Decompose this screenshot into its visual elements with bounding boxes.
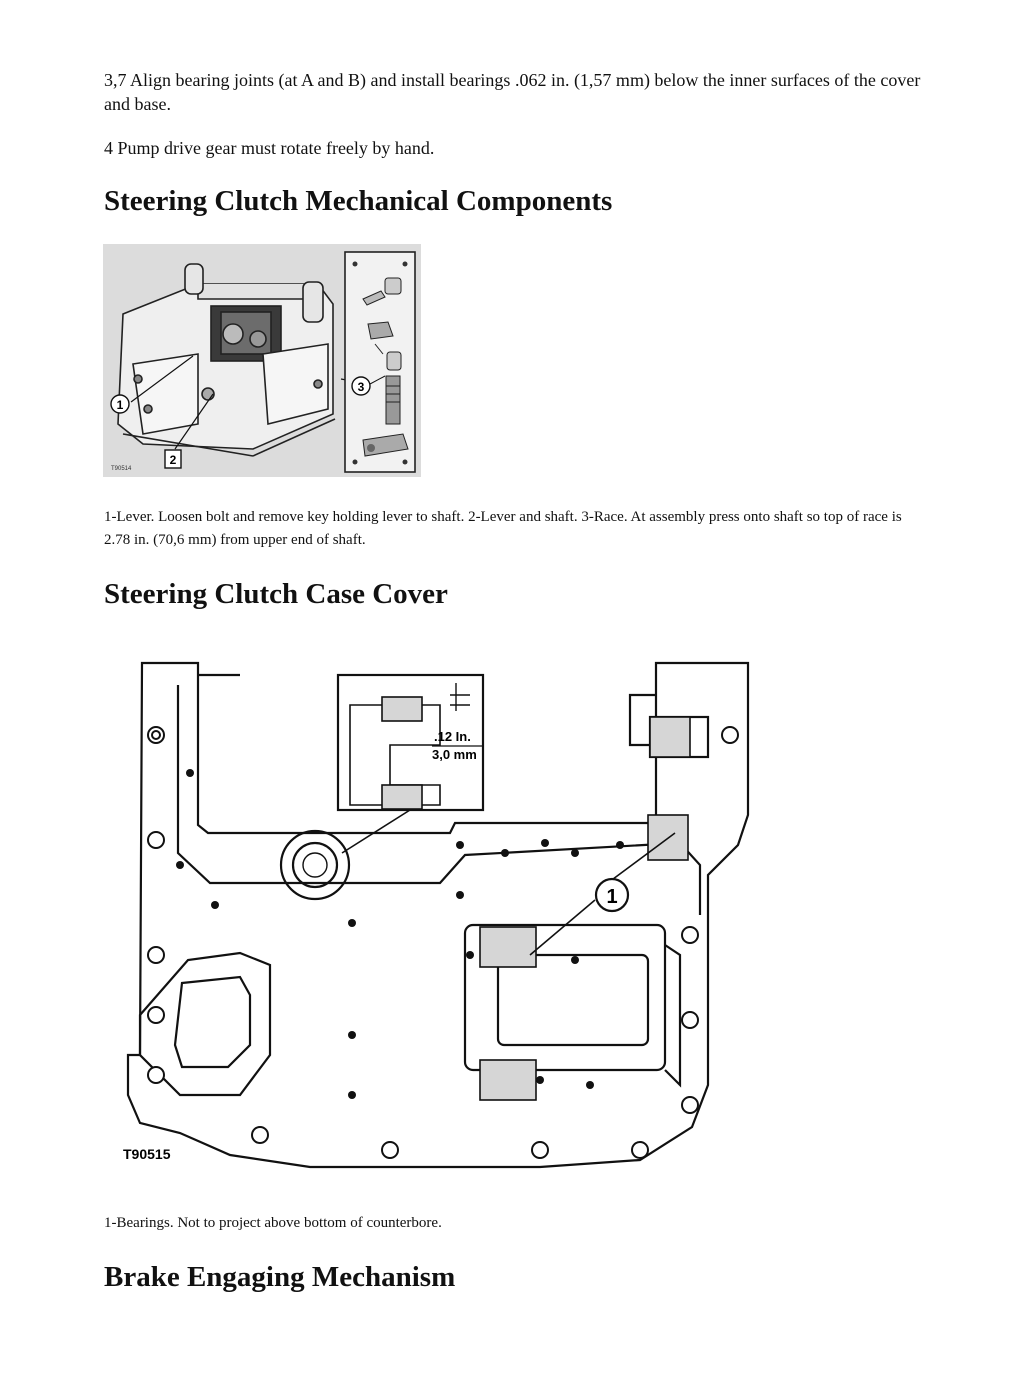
svg-text:3: 3: [358, 380, 365, 394]
intro-paragraph-bearings: 3,7 Align bearing joints (at A and B) an…: [104, 70, 921, 114]
figure-code: T90514: [111, 466, 132, 472]
dimension-metric: 3,0 mm: [432, 747, 477, 762]
section-heading-brake-engaging-mechanism: Brake Engaging Mechanism: [104, 1261, 456, 1293]
small-bolts: [176, 769, 624, 1099]
figure-mechanical-components: 1 2 3: [103, 244, 421, 477]
callout-bearings: 1: [529, 832, 676, 956]
dimension-inches: .12 In.: [434, 729, 471, 744]
svg-text:2: 2: [170, 453, 177, 467]
figure-caption-case-cover: 1-Bearings. Not to project above bottom …: [104, 1215, 442, 1231]
parts-detail-panel: 3: [344, 251, 416, 473]
svg-text:1: 1: [117, 398, 124, 412]
bearing-hatch-blocks: [381, 696, 691, 1101]
clutch-case-illustration: [117, 263, 336, 457]
figure-case-cover: .12 In. 3,0 mm 1 T90515: [120, 655, 760, 1175]
callout-1: 1: [110, 394, 130, 414]
section-heading-mechanical-components: Steering Clutch Mechanical Components: [104, 185, 613, 217]
figure-caption-mechanical-components: 1-Lever. Loosen bolt and remove key hold…: [104, 509, 902, 548]
bolt-holes: [147, 726, 739, 1159]
section-heading-case-cover: Steering Clutch Case Cover: [104, 578, 448, 610]
dimension-marker: [450, 683, 470, 711]
svg-text:1: 1: [606, 886, 617, 908]
callout-2: 2: [164, 449, 182, 469]
intro-paragraph-pump: 4 Pump drive gear must rotate freely by …: [104, 138, 435, 158]
figure-code: T90515: [123, 1146, 171, 1162]
callout-3: [351, 376, 371, 396]
